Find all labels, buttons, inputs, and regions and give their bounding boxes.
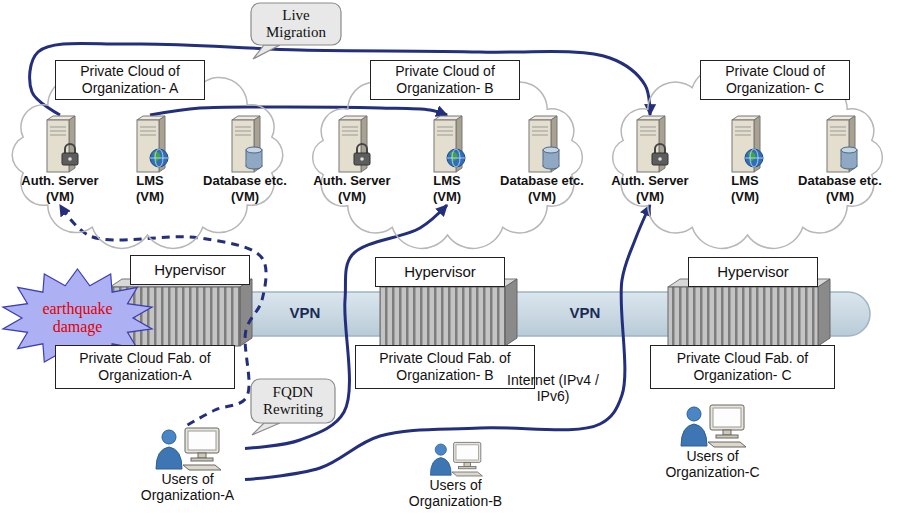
vm-server: LMS (VM): [100, 115, 200, 205]
cloud-heading-box: Private Cloud of Organization- B: [370, 60, 520, 100]
network-label: VPN: [560, 304, 610, 321]
node-label: Hypervisor: [695, 263, 811, 281]
node-label: Users of Organization-B: [398, 477, 513, 509]
server-rack: [380, 279, 517, 346]
node-label: Private Cloud of Organization- B: [375, 63, 515, 97]
private-cloud: Private Cloud of Organization- A Auth. Se…: [0, 55, 295, 255]
node-label: Hypervisor: [137, 261, 243, 279]
hypervisor-box: Hypervisor: [375, 257, 505, 287]
user-group: Users of Organization-C: [655, 402, 770, 480]
connector: [150, 107, 447, 115]
connector: [30, 43, 650, 115]
server-rack: [668, 279, 830, 346]
node-label: Auth. Server (VM): [302, 173, 402, 205]
hypervisor-box: Hypervisor: [130, 255, 250, 285]
network-label: VPN: [280, 304, 330, 321]
node-label: Hypervisor: [382, 263, 498, 281]
server-icon: [818, 115, 862, 173]
hypervisor-box: Hypervisor: [688, 257, 818, 287]
server-icon: [520, 115, 564, 173]
fabric-box: Private Cloud Fab. of Organization-A: [55, 345, 235, 389]
node-label: Private Cloud of Organization- A: [60, 63, 200, 97]
callout-box: Live Migration: [250, 2, 342, 60]
user-icon: [153, 425, 223, 471]
node-label: Users of Organization-C: [655, 448, 770, 480]
vm-server: LMS (VM): [695, 115, 795, 205]
server-icon: [425, 115, 469, 173]
connector: [245, 205, 650, 480]
node-label: Private Cloud Fab. of Organization-A: [62, 350, 228, 384]
server-icon: [330, 115, 374, 173]
connector: [245, 205, 447, 448]
callout-box: FQDN Rewriting: [250, 378, 336, 436]
cloud-heading-box: Private Cloud of Organization- C: [700, 60, 850, 100]
node-label: LMS (VM): [125, 173, 175, 205]
server-icon: [128, 115, 172, 173]
node-label: earthquake damage: [33, 300, 123, 335]
node-label: Private Cloud Fab. of Organization- B: [362, 350, 528, 384]
node-label: Database etc. (VM): [790, 173, 890, 205]
node-label: Database etc. (VM): [195, 173, 295, 205]
fabric-box: Private Cloud Fab. of Organization- C: [650, 345, 835, 389]
vm-server: Auth. Server (VM): [302, 115, 402, 205]
node-label: Auth. Server (VM): [600, 173, 700, 205]
vm-server: LMS (VM): [397, 115, 497, 205]
server-icon: [38, 115, 82, 173]
cloud-heading-box: Private Cloud of Organization- A: [55, 60, 205, 100]
node-label: Private Cloud of Organization- C: [705, 63, 845, 97]
vm-server: Database etc. (VM): [195, 115, 295, 205]
node-label: LMS (VM): [422, 173, 472, 205]
node-label: Live Migration: [256, 7, 336, 42]
vm-server: Database etc. (VM): [790, 115, 890, 205]
vm-server: Auth. Server (VM): [10, 115, 110, 205]
vm-server: Auth. Server (VM): [600, 115, 700, 205]
private-cloud: Private Cloud of Organization- B Auth. Se…: [300, 60, 595, 255]
server-icon: [723, 115, 767, 173]
user-icon: [428, 440, 484, 477]
node-label: Auth. Server (VM): [10, 173, 110, 205]
vm-server: Database etc. (VM): [492, 115, 592, 205]
server-icon: [628, 115, 672, 173]
user-group: Users of Organization-A: [130, 425, 245, 503]
node-label: Database etc. (VM): [492, 173, 592, 205]
user-icon: [678, 402, 748, 448]
private-cloud: Private Cloud of Organization- C Auth. Se…: [600, 60, 895, 255]
node-label: Private Cloud Fab. of Organization- C: [657, 350, 828, 384]
network-label: Internet (IPv4 / IPv6): [503, 372, 603, 404]
node-label: LMS (VM): [720, 173, 770, 205]
user-group: Users of Organization-B: [398, 440, 513, 509]
node-label: FQDN Rewriting: [256, 384, 330, 419]
node-label: Users of Organization-A: [130, 471, 245, 503]
server-icon: [223, 115, 267, 173]
